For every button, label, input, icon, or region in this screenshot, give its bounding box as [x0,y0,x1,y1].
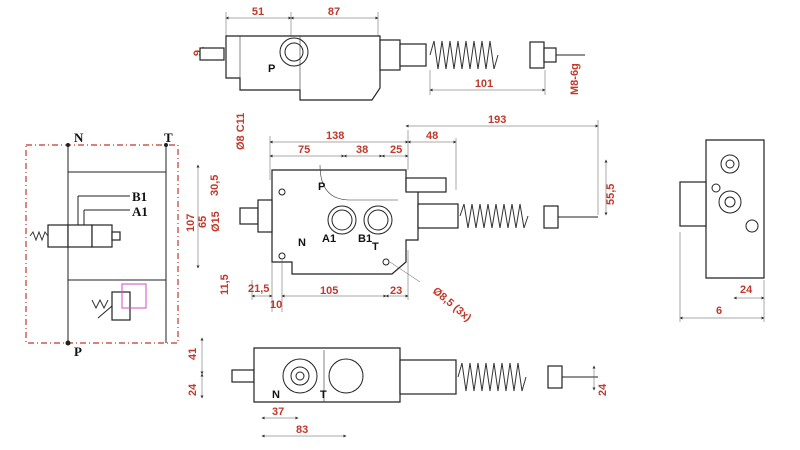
dim-24-side: 24 [740,284,753,296]
dim-shaft-dia: Ø8 C11 [235,113,247,150]
dim-41: 41 [187,348,199,360]
bottom-port-n: N [272,389,280,401]
dim-10: 10 [270,299,282,311]
dim-105: 105 [320,285,338,297]
dim-holes: Ø8,5 (3x) [430,285,474,324]
dim-37: 37 [272,406,284,418]
dim-21-5: 21,5 [248,283,269,295]
dim-87: 87 [328,6,340,18]
front-port-b1: B1 [358,233,372,245]
dim-65: 65 [197,216,209,228]
front-view: Ø8 C11 193 138 48 75 38 25 30,5 55,5 107… [185,113,617,325]
dim-23: 23 [390,285,402,297]
dim-138: 138 [326,130,344,142]
front-port-a1: A1 [322,233,336,245]
top-port-p: P [268,63,275,75]
dim-11-5: 11,5 [219,274,231,295]
schematic-label-b1: B1 [132,189,147,204]
dim-48: 48 [426,130,438,142]
top-view: 51 87 9 P 101 M8-6g [192,6,585,101]
front-port-p: P [318,181,325,193]
dim-9: 9 [192,50,204,56]
dim-dia-15: Ø15 [210,211,222,232]
side-view: 24 6 [679,139,765,322]
schematic-label-p: P [74,344,82,359]
hydraulic-schematic: N T B1 A1 P [25,130,179,359]
dim-51: 51 [252,6,264,18]
dim-75: 75 [298,144,310,156]
dim-83: 83 [296,424,308,436]
dim-101: 101 [475,78,493,90]
dim-193: 193 [488,114,506,126]
dim-25: 25 [390,144,402,156]
dim-107: 107 [185,214,197,232]
dim-38: 38 [356,144,368,156]
front-port-n: N [298,237,306,249]
bottom-view: 41 24 N T 37 83 24 [187,337,609,438]
schematic-label-n: N [74,130,84,145]
bottom-port-t: T [320,389,327,401]
schematic-label-t: T [164,130,173,145]
dim-24-left: 24 [187,383,199,396]
dim-24-right: 24 [597,383,609,396]
dim-30-5: 30,5 [209,175,221,196]
front-port-t: T [372,241,379,253]
dim-m8-thread: M8-6g [569,63,581,95]
schematic-label-a1: A1 [132,204,148,219]
dim-6: 6 [716,305,722,317]
dim-55-5: 55,5 [605,184,617,205]
